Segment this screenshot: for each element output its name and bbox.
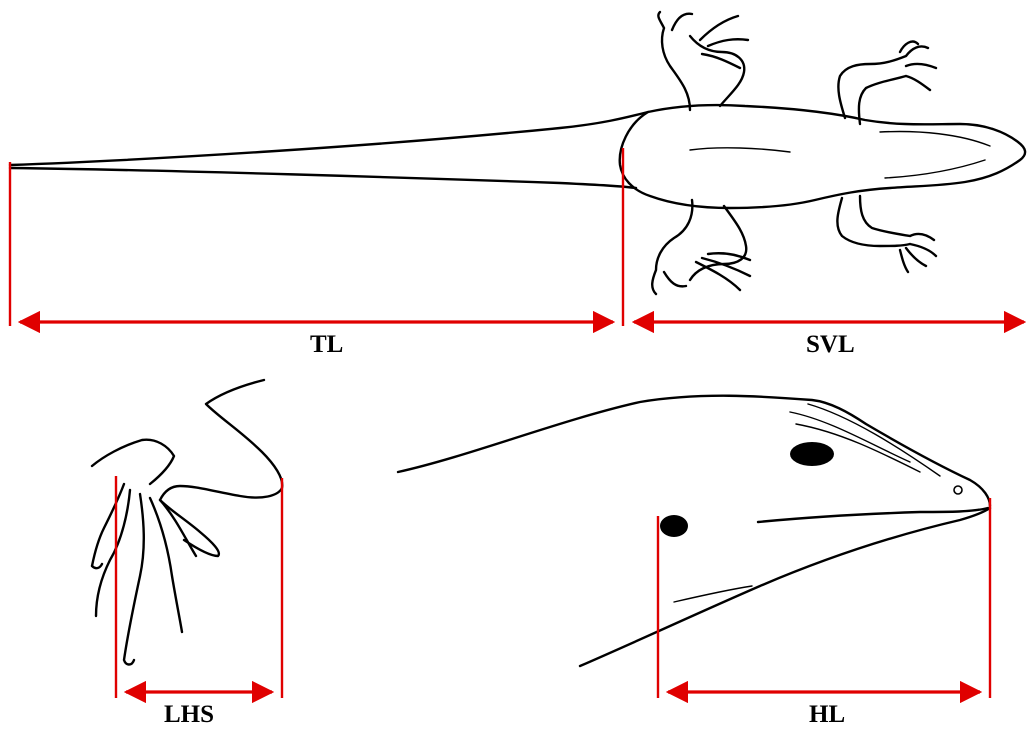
lizard-dorsal-drawing <box>10 12 1025 294</box>
head-mouth-line <box>758 508 988 522</box>
lizard-body-outline <box>620 105 1025 208</box>
hind-limb-outline <box>92 380 282 556</box>
head-ear-opening <box>660 515 688 537</box>
head-nostril <box>954 486 962 494</box>
lizard-front-left-leg <box>838 42 936 124</box>
lhs-label: LHS <box>164 702 214 727</box>
hind-limb-drawing <box>92 380 282 665</box>
hind-limb-toes <box>92 484 196 665</box>
lizard-tail-outline <box>10 112 648 188</box>
lizard-head-detail <box>690 132 990 178</box>
tl-label: TL <box>310 332 343 357</box>
hl-measurement <box>658 498 990 698</box>
head-lower-outline <box>580 508 990 666</box>
head-lateral-drawing <box>398 396 990 666</box>
lizard-hind-right-leg <box>652 200 750 294</box>
svl-label: SVL <box>806 332 855 357</box>
head-eye <box>790 442 834 466</box>
hl-label: HL <box>809 702 845 727</box>
lizard-hind-left-leg <box>658 12 748 110</box>
lizard-front-right-leg <box>837 196 936 272</box>
